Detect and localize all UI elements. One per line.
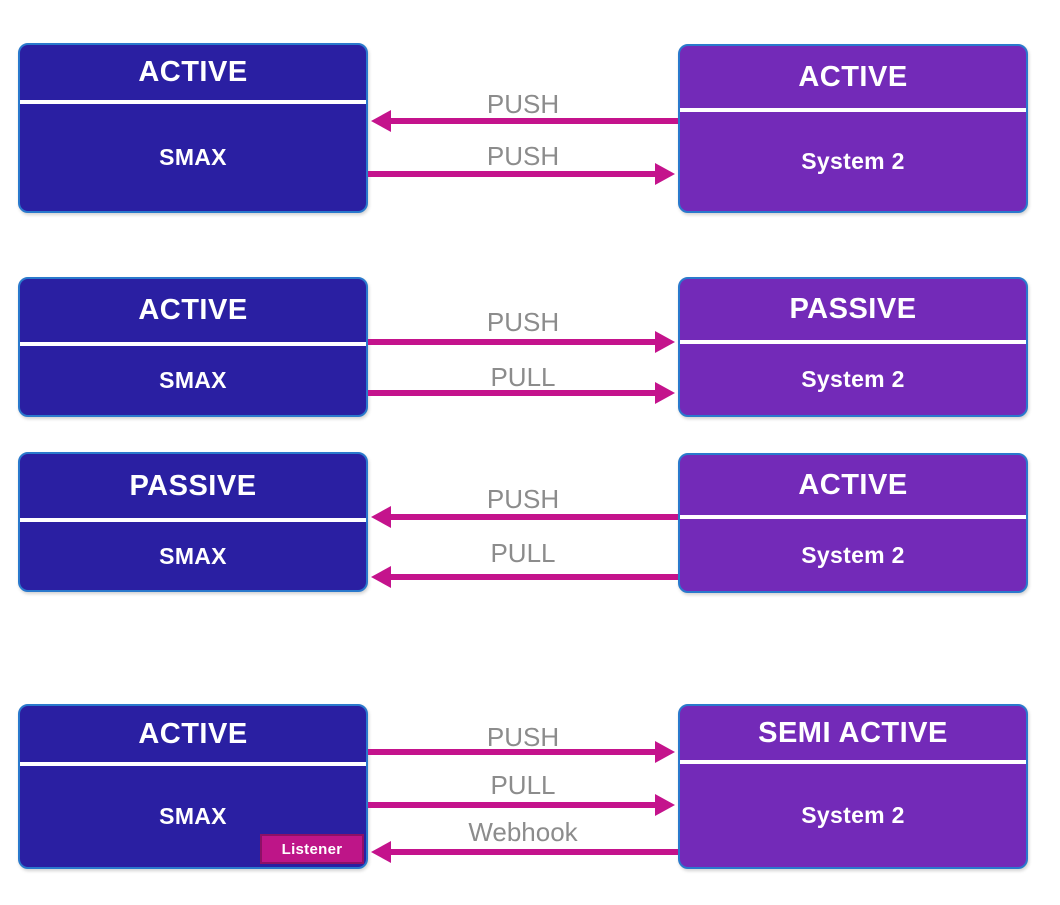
pull-arrow bbox=[368, 382, 675, 404]
arrow-label: PULL bbox=[490, 362, 556, 392]
arrow-label: PUSH bbox=[486, 89, 560, 119]
system2-box: PASSIVE System 2 bbox=[678, 277, 1028, 417]
arrowhead-left-icon bbox=[371, 110, 391, 132]
arrowhead-right-icon bbox=[655, 741, 675, 763]
divider bbox=[680, 760, 1026, 764]
divider bbox=[20, 342, 366, 346]
arrowhead-left-icon bbox=[371, 506, 391, 528]
arrowhead-right-icon bbox=[655, 163, 675, 185]
smax-box: PASSIVE SMAX bbox=[18, 452, 368, 592]
arrowhead-right-icon bbox=[655, 382, 675, 404]
state-label: ACTIVE bbox=[138, 717, 248, 750]
arrow-label: PUSH bbox=[486, 307, 560, 337]
push-arrow bbox=[368, 331, 675, 353]
divider bbox=[20, 518, 366, 522]
smax-box: ACTIVE SMAX bbox=[18, 277, 368, 417]
push-arrow bbox=[371, 506, 678, 528]
divider bbox=[20, 762, 366, 766]
system-label: SMAX bbox=[159, 803, 227, 829]
divider bbox=[20, 100, 366, 104]
arrow-label: Webhook bbox=[468, 817, 578, 847]
arrow-label: PUSH bbox=[486, 484, 560, 514]
push-arrow bbox=[371, 110, 678, 132]
pull-arrow bbox=[371, 566, 678, 588]
system-label: System 2 bbox=[801, 148, 905, 174]
arrow-label: PUSH bbox=[486, 141, 560, 171]
divider bbox=[680, 340, 1026, 344]
arrowhead-left-icon bbox=[371, 841, 391, 863]
smax-box: ACTIVE SMAX Listener bbox=[18, 704, 368, 869]
system2-box: ACTIVE System 2 bbox=[678, 44, 1028, 213]
system-label: System 2 bbox=[801, 802, 905, 828]
smax-box: ACTIVE SMAX bbox=[18, 43, 368, 213]
pull-arrow bbox=[368, 794, 675, 816]
state-label: ACTIVE bbox=[798, 468, 908, 501]
state-label: ACTIVE bbox=[138, 294, 248, 326]
arrow-label: PULL bbox=[490, 770, 556, 800]
state-label: ACTIVE bbox=[138, 56, 248, 88]
system-label: SMAX bbox=[159, 144, 227, 170]
system-label: SMAX bbox=[159, 367, 227, 393]
state-label: PASSIVE bbox=[129, 469, 257, 502]
system-label: System 2 bbox=[801, 366, 905, 392]
divider bbox=[680, 108, 1026, 112]
arrowhead-left-icon bbox=[371, 566, 391, 588]
state-label: SEMI ACTIVE bbox=[758, 716, 948, 749]
state-label: PASSIVE bbox=[789, 293, 917, 325]
push-arrow bbox=[368, 741, 675, 763]
arrowhead-right-icon bbox=[655, 794, 675, 816]
webhook-arrow bbox=[371, 841, 678, 863]
divider bbox=[680, 515, 1026, 519]
system-label: System 2 bbox=[801, 541, 905, 568]
system2-box: ACTIVE System 2 bbox=[678, 453, 1028, 593]
arrow-label: PUSH bbox=[486, 722, 560, 752]
system-label: SMAX bbox=[159, 542, 227, 569]
arrowhead-right-icon bbox=[655, 331, 675, 353]
listener-badge: Listener bbox=[260, 834, 364, 864]
push-arrow bbox=[368, 163, 675, 185]
system2-box: SEMI ACTIVE System 2 bbox=[678, 704, 1028, 869]
arrow-label: PULL bbox=[490, 538, 556, 568]
state-label: ACTIVE bbox=[798, 60, 908, 93]
